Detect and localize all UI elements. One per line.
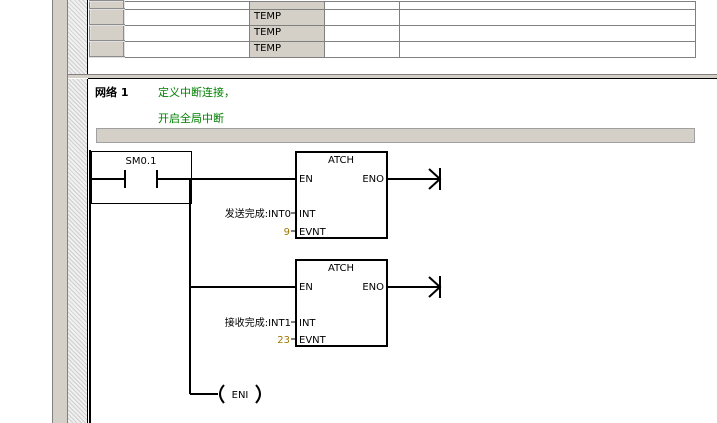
int-pin: INT <box>299 318 316 329</box>
network-comment-line2[interactable]: 开启全局中断 <box>158 112 224 125</box>
atch-block-2[interactable] <box>295 259 388 347</box>
int-operand[interactable]: 接收完成:INT1 <box>225 316 291 329</box>
block-title: ATCH <box>328 263 354 274</box>
row-header-cell[interactable] <box>89 40 125 58</box>
var-type-text: TEMP <box>254 2 281 5</box>
contact-address[interactable]: SM0.1 <box>126 156 157 167</box>
eno-pin: ENO <box>362 174 384 185</box>
network-title-bar[interactable] <box>96 128 695 143</box>
symbol-cell[interactable] <box>123 8 250 26</box>
symbol-cell[interactable] <box>123 40 250 58</box>
block-title: ATCH <box>328 155 354 166</box>
table-row[interactable]: TEMP <box>89 24 696 42</box>
atch-block-1[interactable] <box>295 151 388 239</box>
coil-right-paren <box>255 384 261 404</box>
network-comment-line1[interactable]: 定义中断连接， <box>158 86 235 99</box>
local-variable-table: TEMP TEMP TEMP TEMP <box>89 0 696 58</box>
symbol-cell[interactable] <box>123 24 250 42</box>
table-row[interactable]: TEMP <box>89 40 696 58</box>
comment-cell[interactable] <box>399 40 696 58</box>
evnt-operand[interactable]: 9 <box>284 227 290 238</box>
data-type-cell[interactable] <box>324 8 400 26</box>
en-pin: EN <box>299 282 313 293</box>
int-pin: INT <box>299 209 316 220</box>
evnt-pin: EVNT <box>299 335 327 346</box>
coil-left-paren <box>219 384 225 404</box>
comment-cell[interactable] <box>399 24 696 42</box>
var-type-text: TEMP <box>254 27 282 38</box>
row-header-cell[interactable] <box>89 0 125 10</box>
row-header-cell[interactable] <box>89 24 125 42</box>
network-label[interactable]: 网络 1 <box>95 86 129 99</box>
row-header-cell[interactable] <box>89 8 125 26</box>
data-type-cell[interactable] <box>324 40 400 58</box>
int-operand[interactable]: 发送完成:INT0 <box>225 207 291 220</box>
var-type-cell: TEMP <box>249 40 325 58</box>
evnt-pin: EVNT <box>299 227 327 238</box>
eni-coil[interactable]: ENI <box>232 390 249 401</box>
en-pin: EN <box>299 174 313 185</box>
var-type-text: TEMP <box>254 43 282 54</box>
contact-selection-box[interactable] <box>91 151 192 204</box>
network-divider <box>88 78 717 79</box>
var-type-text: TEMP <box>254 11 282 22</box>
table-row[interactable]: TEMP <box>89 0 696 10</box>
left-scroll-panel <box>52 0 68 423</box>
network-margin <box>68 0 88 423</box>
eno-pin: ENO <box>362 282 384 293</box>
evnt-operand[interactable]: 23 <box>277 335 290 346</box>
editor-gutter <box>0 0 52 423</box>
var-type-cell: TEMP <box>249 8 325 26</box>
var-type-cell: TEMP <box>249 24 325 42</box>
